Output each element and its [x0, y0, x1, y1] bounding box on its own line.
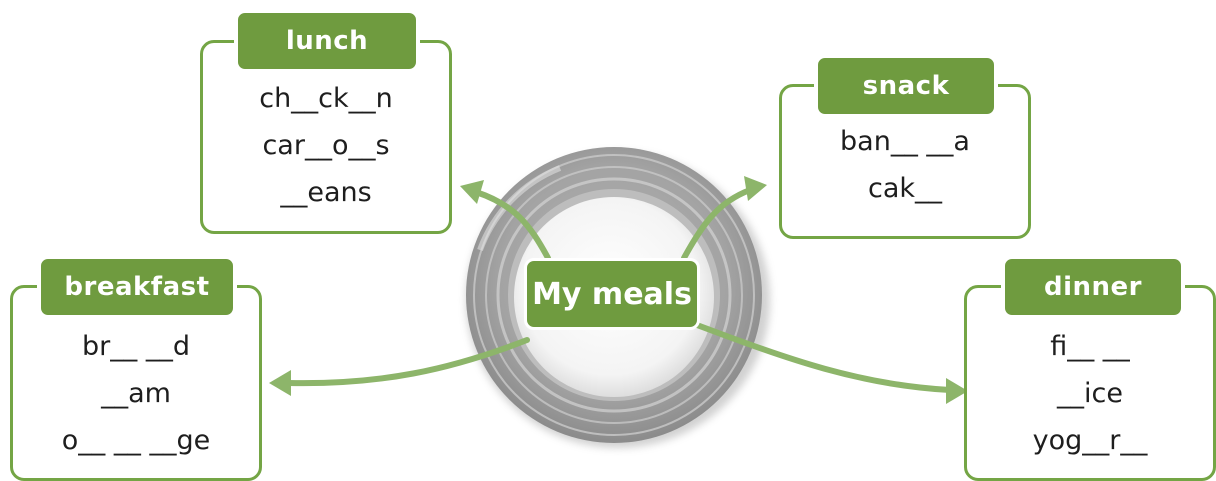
dinner-card: dinner fi__ __ __ice yog__r__: [964, 255, 1216, 481]
dinner-tag: dinner: [1001, 255, 1185, 319]
lunch-item: car__o__s: [262, 130, 390, 161]
lunch-card: lunch ch__ck__n car__o__s __eans: [200, 9, 452, 234]
lunch-tag: lunch: [234, 9, 420, 73]
dinner-item: fi__ __: [1050, 331, 1130, 362]
arrowhead-lunch: [460, 180, 484, 204]
breakfast-item: __am: [101, 378, 171, 409]
arrow-to-lunch: [473, 189, 551, 261]
center-label: My meals: [524, 258, 700, 330]
snack-item: cak__: [867, 173, 943, 204]
breakfast-items: br__ __d __am o__ __ __ge: [13, 323, 259, 464]
lunch-item: ch__ck__n: [259, 83, 393, 114]
snack-item: ban__ __a: [840, 126, 970, 157]
dinner-item: yog__r__: [1032, 425, 1148, 456]
breakfast-item: br__ __d: [82, 331, 190, 362]
lunch-items: ch__ck__n car__o__s __eans: [203, 75, 449, 216]
arrow-to-snack: [681, 187, 753, 261]
breakfast-tag: breakfast: [37, 255, 237, 319]
lunch-item: __eans: [280, 177, 372, 208]
snack-items: ban__ __a cak__: [782, 118, 1028, 212]
plate: [466, 147, 770, 448]
breakfast-item: o__ __ __ge: [61, 425, 211, 456]
arrowhead-breakfast: [269, 370, 291, 396]
arrow-to-dinner: [694, 322, 953, 393]
dinner-items: fi__ __ __ice yog__r__: [967, 323, 1213, 464]
arrow-to-breakfast: [285, 337, 530, 387]
snack-tag: snack: [814, 54, 998, 118]
snack-card: snack ban__ __a cak__: [779, 54, 1031, 239]
breakfast-card: breakfast br__ __d __am o__ __ __ge: [10, 255, 262, 481]
arrowhead-snack: [744, 176, 767, 201]
dinner-item: __ice: [1057, 378, 1123, 409]
arrowhead-dinner: [946, 378, 968, 404]
